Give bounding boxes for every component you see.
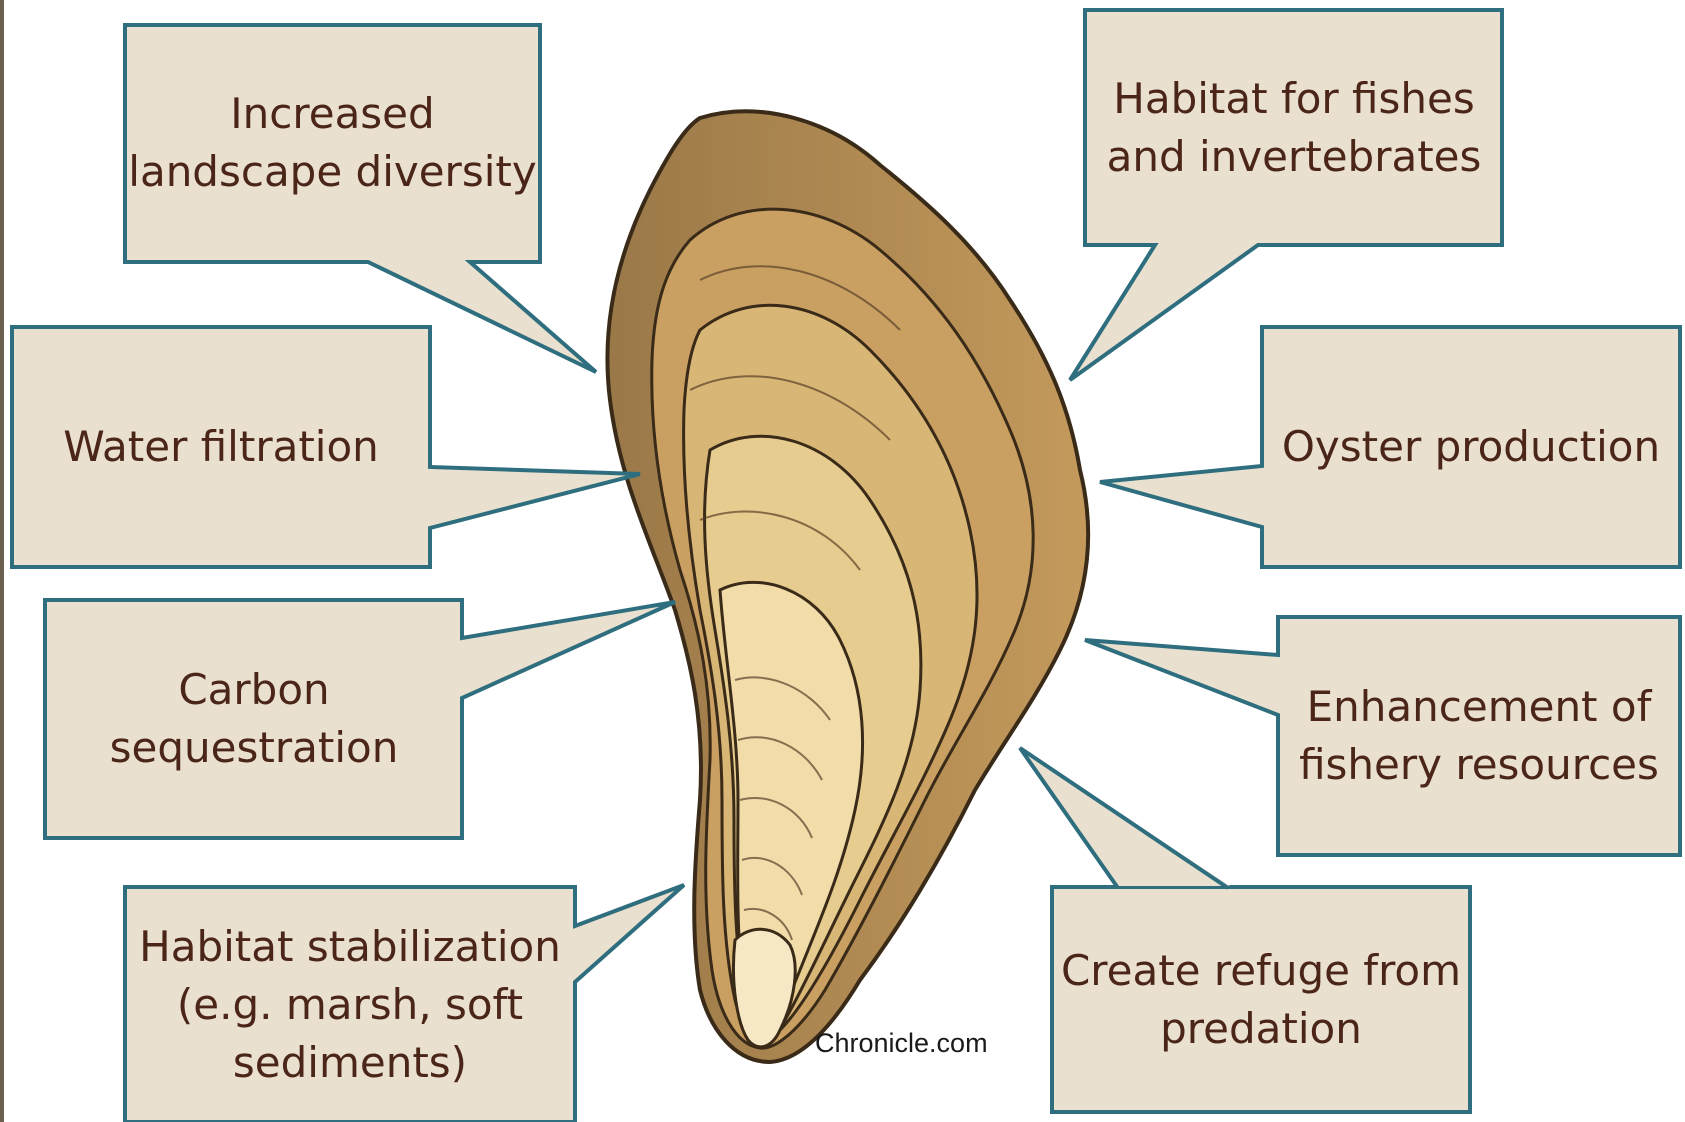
callout-label-water-filtration: Water filtration bbox=[12, 327, 430, 567]
image-credit: Chronicle.com bbox=[815, 1028, 988, 1059]
callout-label-oyster-production: Oyster production bbox=[1262, 327, 1680, 567]
callout-label-habitat-stabilization: Habitat stabilization (e.g. marsh, soft … bbox=[125, 887, 575, 1122]
callout-label-landscape-diversity: Increased landscape diversity bbox=[125, 25, 540, 260]
callout-label-carbon-sequestration: Carbon sequestration bbox=[45, 600, 463, 838]
callout-label-fish-habitat: Habitat for fishes and invertebrates bbox=[1085, 10, 1503, 245]
callout-label-predation-refuge: Create refuge from predation bbox=[1052, 887, 1470, 1112]
callout-label-fishery-enhancement: Enhancement of fishery resources bbox=[1278, 617, 1680, 855]
